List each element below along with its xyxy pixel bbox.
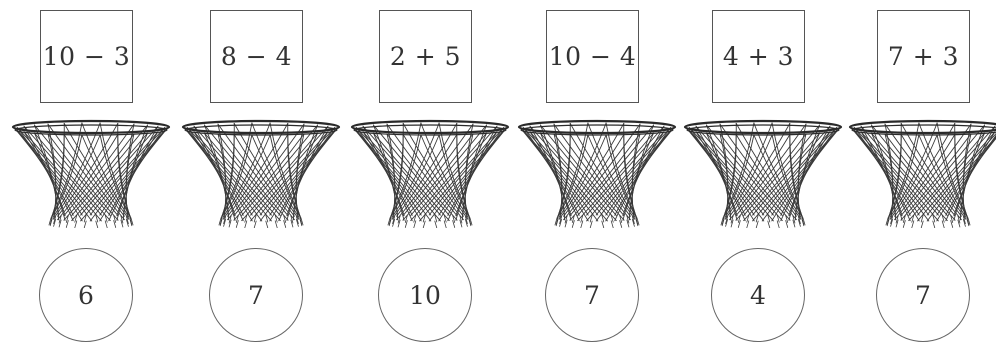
hoop-net: [686, 122, 840, 228]
basketball-hoop-icon: [350, 119, 510, 228]
hoop-rim: [683, 119, 843, 136]
expression-card[interactable]: 7 + 3: [877, 10, 970, 103]
hoop-net: [851, 122, 996, 228]
answer-circle[interactable]: 10: [378, 248, 472, 342]
hoop-rim: [350, 119, 510, 136]
expression-card[interactable]: 10 − 4: [546, 10, 639, 103]
hoop-net: [520, 122, 674, 228]
answer-circle[interactable]: 6: [39, 248, 133, 342]
answer-circle[interactable]: 4: [711, 248, 805, 342]
basketball-hoop-icon: [683, 119, 843, 228]
answer-circle[interactable]: 7: [876, 248, 970, 342]
exercise-column-4: 10 − 4 7: [512, 0, 682, 345]
hoop-rim: [181, 119, 341, 136]
exercise-column-3: 2 + 5 10: [345, 0, 515, 345]
basketball-hoop-icon: [181, 119, 341, 228]
hoop-net: [353, 122, 507, 228]
exercise-column-5: 4 + 3 4: [678, 0, 848, 345]
basketball-hoop-icon: [517, 119, 677, 228]
basketball-hoop-icon: [11, 119, 171, 228]
hoop-rim: [848, 119, 996, 136]
expression-card[interactable]: 8 − 4: [210, 10, 303, 103]
exercise-column-2: 8 − 4 7: [176, 0, 346, 345]
expression-card[interactable]: 2 + 5: [379, 10, 472, 103]
hoop-net: [14, 122, 168, 228]
exercise-column-1: 10 − 3 6: [6, 0, 176, 345]
expression-card[interactable]: 4 + 3: [712, 10, 805, 103]
basketball-hoop-icon: [848, 119, 996, 228]
hoop-rim: [11, 119, 171, 136]
answer-circle[interactable]: 7: [209, 248, 303, 342]
exercise-column-6: 7 + 3 7: [843, 0, 996, 345]
hoop-rim: [517, 119, 677, 136]
expression-card[interactable]: 10 − 3: [40, 10, 133, 103]
answer-circle[interactable]: 7: [545, 248, 639, 342]
hoop-net: [184, 122, 338, 228]
